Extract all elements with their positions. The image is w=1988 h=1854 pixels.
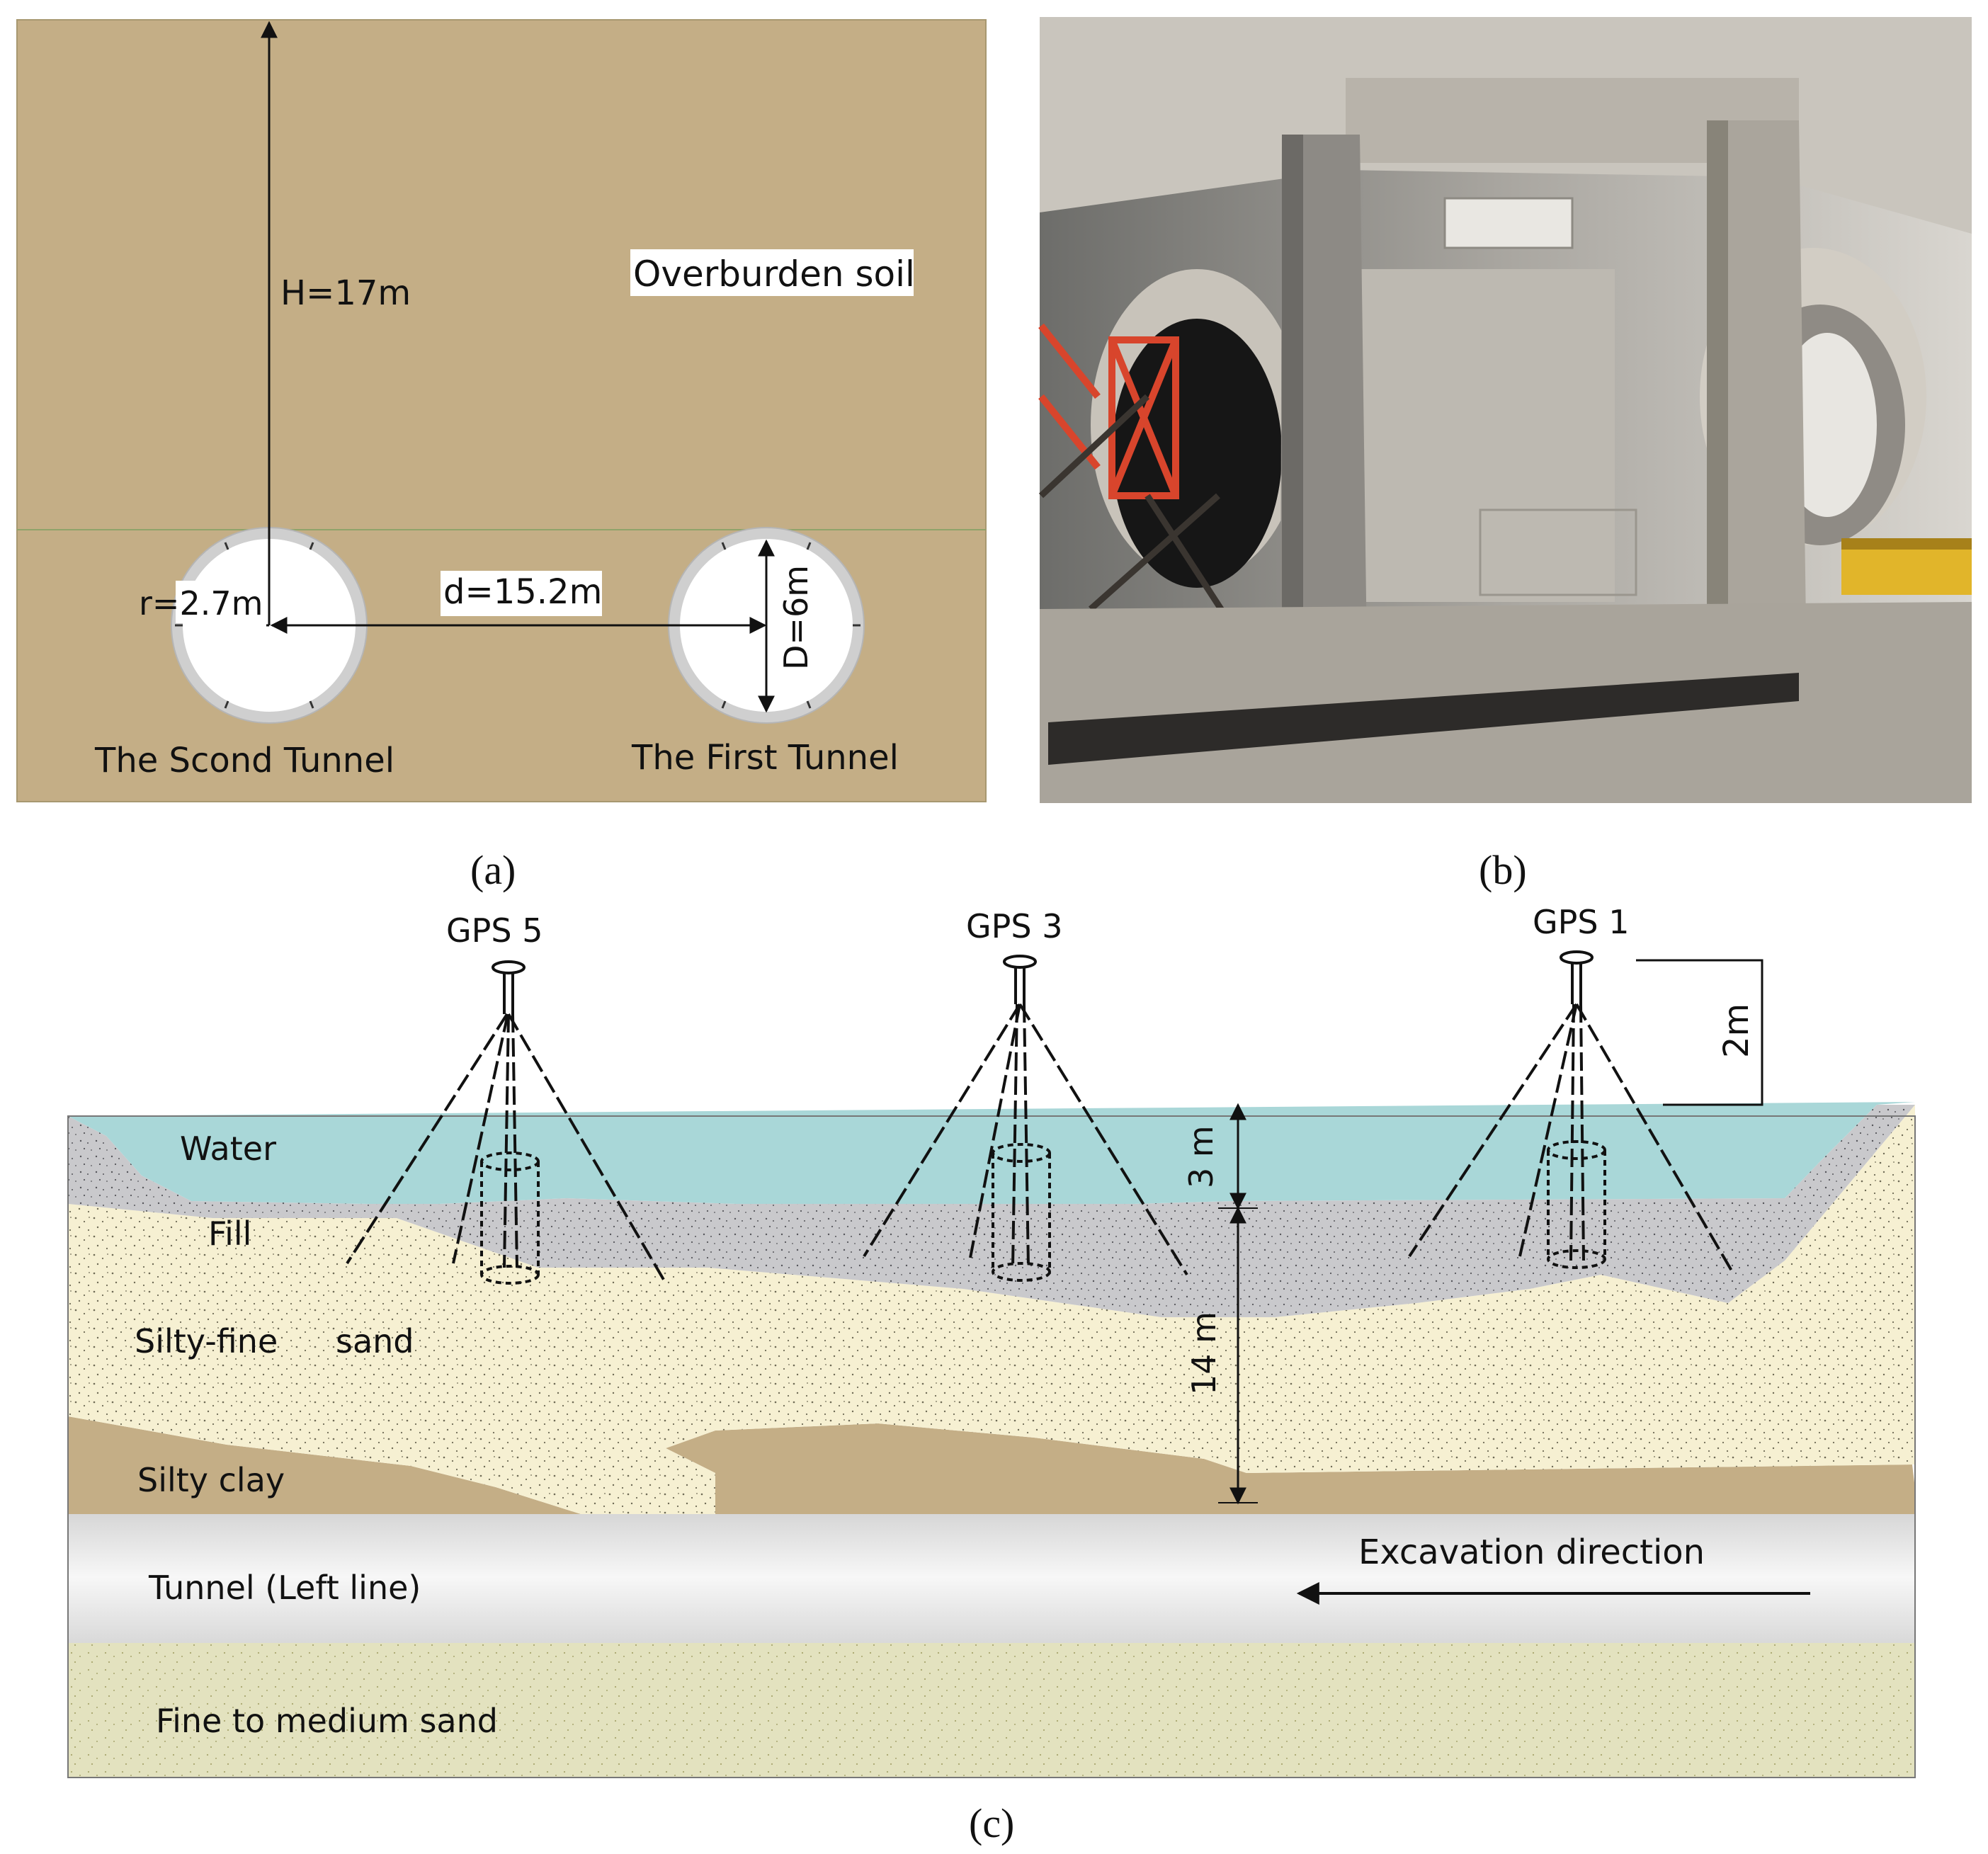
tunnel-left-line-label: Tunnel (Left line) — [148, 1569, 421, 1607]
fine-medium-sand-layer — [68, 1642, 1915, 1778]
caption-b: (b) — [1479, 847, 1527, 893]
silty-clay-layer — [68, 1416, 581, 1514]
label-2m: 2m — [1717, 1003, 1756, 1058]
tunnel-layer — [68, 1511, 1915, 1643]
fill-label: Fill — [208, 1215, 251, 1253]
overburden-label-bg — [630, 249, 914, 296]
left-tunnel-opening — [1112, 319, 1282, 588]
gps-5-label: GPS 5 — [446, 911, 543, 950]
water-label: Water — [180, 1130, 276, 1168]
r-label-bg — [176, 581, 263, 623]
sand-label: sand — [336, 1322, 414, 1360]
red-scaffold — [1038, 323, 1179, 499]
panel-b-photo — [1038, 17, 1972, 803]
second-tunnel-label: The Scond Tunnel — [94, 741, 394, 780]
silty-fine-sand-layer — [68, 1105, 1915, 1514]
r-label: r=2.7m — [139, 584, 263, 622]
label-14m: 14 m — [1185, 1312, 1223, 1395]
d-label-bg — [441, 571, 602, 616]
overburden-label: Overburden soil — [633, 254, 915, 295]
first-tunnel-label: The First Tunnel — [631, 738, 899, 778]
caption-c: (c) — [969, 1800, 1014, 1846]
fence — [1479, 508, 1637, 596]
silty-fine-label: Silty-fine — [135, 1322, 278, 1360]
bracket-2m — [1636, 959, 1763, 1106]
right-pillar — [1707, 120, 1806, 623]
panel-c: 2m 3 m 14 m Excavation direction GPS 5 G… — [67, 903, 1916, 1778]
excavation-label: Excavation direction — [1358, 1532, 1705, 1572]
gps-3-tripod — [863, 955, 1188, 1282]
h-label: H=17m — [280, 273, 411, 313]
fill-layer — [68, 1105, 1915, 1317]
skylight — [1443, 197, 1574, 249]
gps-3-label: GPS 3 — [966, 907, 1062, 945]
gps-1-label: GPS 1 — [1533, 903, 1629, 941]
fine-medium-label: Fine to medium sand — [156, 1702, 498, 1740]
gps-1-tripod — [1408, 950, 1734, 1273]
panel-a: Overburden soil H=17m r=2.7m d=15.2m D=6… — [16, 19, 987, 802]
big-d-label: D=6m — [777, 565, 815, 670]
steel-beam — [1048, 673, 1799, 765]
label-3m: 3 m — [1182, 1125, 1220, 1188]
silty-clay-label: Silty clay — [137, 1461, 285, 1499]
silty-clay-layer-2 — [666, 1423, 1915, 1514]
back-wall — [1360, 269, 1615, 602]
d-label: d=15.2m — [443, 572, 602, 612]
caption-a: (a) — [470, 847, 516, 893]
gps-5-tripod — [346, 960, 667, 1285]
